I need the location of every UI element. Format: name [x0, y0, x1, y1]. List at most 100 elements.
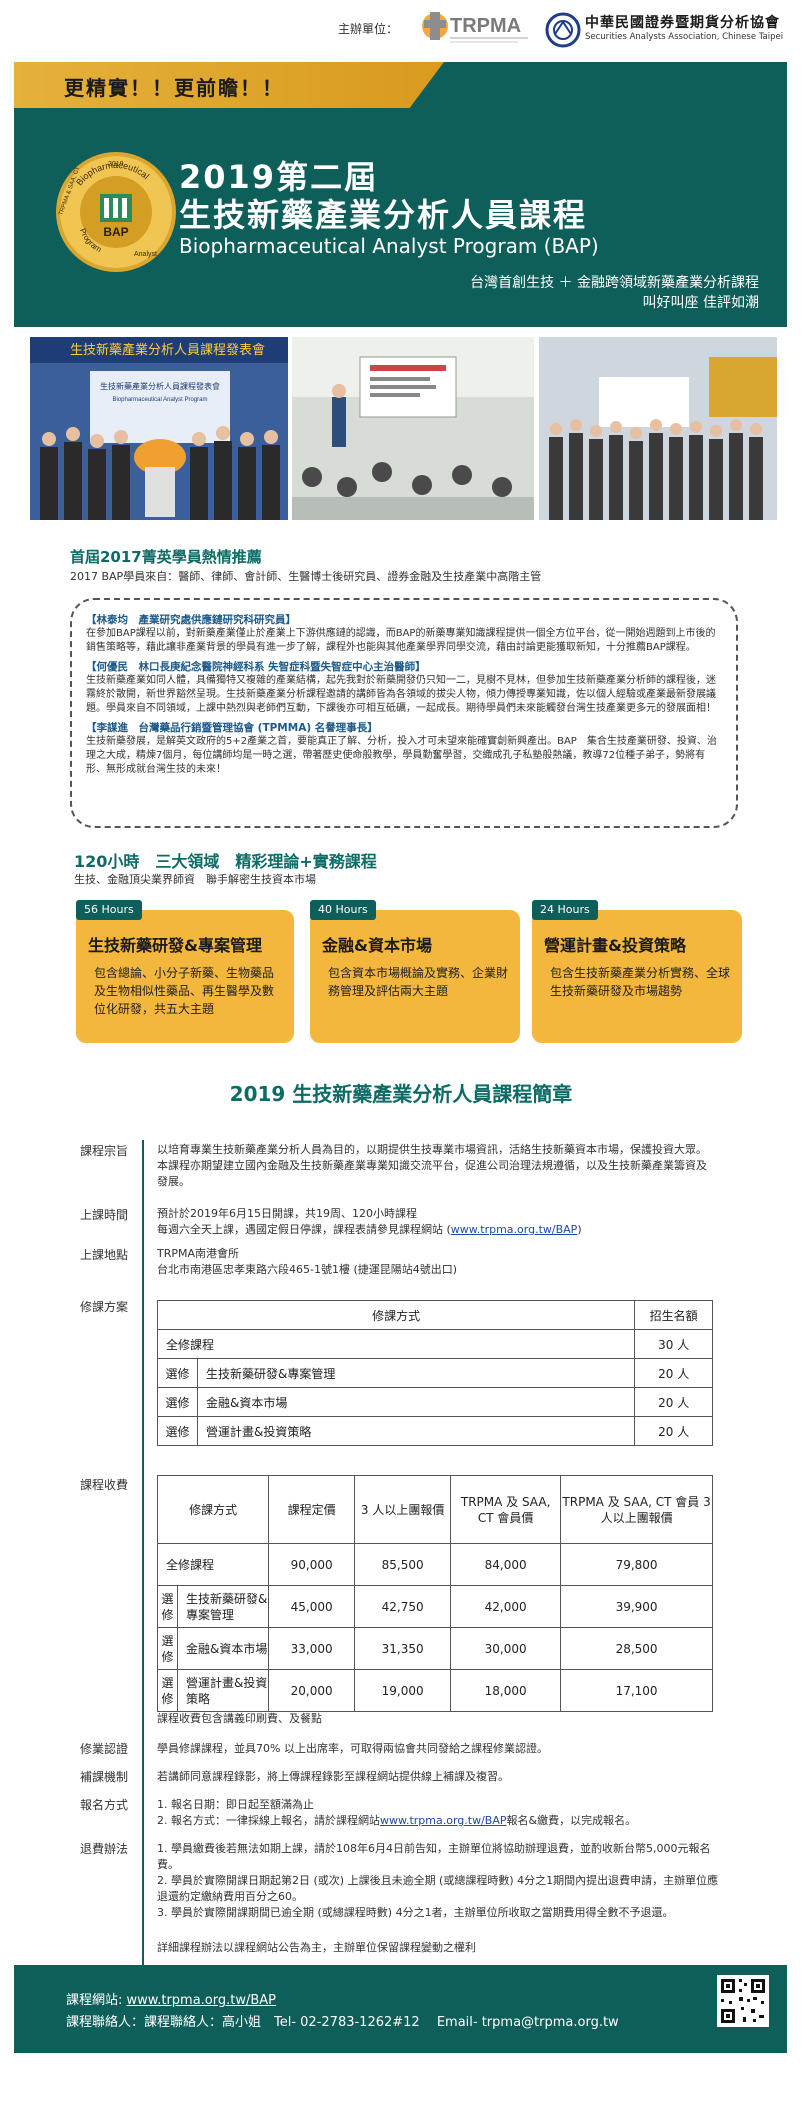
photo1-caption: 生技新藥產業分析人員課程發表會 [70, 342, 265, 357]
place-text: TRPMA南港會所 台北市南港區忠孝東路六段465-1號1樓 (捷運昆陽站4號出… [157, 1246, 717, 1278]
fee-label: 課程收費 [80, 1478, 129, 1492]
refund-item-2: 2. 學員於實際開課日期起第2日 (或次) 上課後且未逾全期 (或總課程時數) … [157, 1874, 719, 1903]
recommend-box: 【林泰均 產業研究處供應鏈研究科研究員】 在參加BAP課程以前，對新藥產業僅止於… [70, 598, 738, 828]
plan-header-method: 修課方式 [156, 1300, 636, 1330]
recommend-name-1: 【林泰均 產業研究處供應鏈研究科研究員】 [86, 614, 296, 626]
fee-row-2-member: 30,000 [450, 1627, 562, 1670]
fee-row-3-member-group: 17,100 [560, 1669, 713, 1712]
cert-text: 學員修課課程，並具70% 以上出席率，可取得兩協會共同發給之課程修業認證。 [157, 1742, 548, 1755]
fee-header-group: 3 人以上團報價 [354, 1475, 452, 1544]
fee-row-2-member-group: 28,500 [560, 1627, 713, 1670]
fee-full-group: 85,500 [354, 1543, 452, 1586]
time-link[interactable]: www.trpma.org.tw/BAP [450, 1223, 578, 1236]
plan-row-3-name: 營運計畫&投資策略 [196, 1416, 636, 1446]
hours-subtitle: 生技、金融頂尖業界師資 聯手解密生技資本市場 [74, 873, 316, 886]
plan-table: 修課方式 招生名額 全修課程 30 人 選修 生技新藥研發&專案管理 20 人 … [156, 1300, 713, 1446]
fee-full-member: 84,000 [450, 1543, 562, 1586]
plan-elective-label: 選修 [157, 1358, 198, 1388]
plan-row-1-quota: 20 人 [634, 1358, 713, 1388]
plan-row-1-name: 生技新藥研發&專案管理 [196, 1358, 636, 1388]
tagline-2: 叫好叫座 佳評如潮 [642, 295, 759, 311]
plan-row-3-quota: 20 人 [634, 1416, 713, 1446]
hero-banner: 更精實！！更前瞻！！ Biopharmaceutical 2019 TRPMA … [14, 62, 787, 327]
fee-row-1-group: 42,750 [354, 1585, 452, 1628]
module-card-body: 生技新藥研發&專案管理 包含總論、小分子新藥、生物藥品及生物相似性藥品、再生醫學… [76, 910, 294, 1043]
footer-website: 課程網站: www.trpma.org.tw/BAP [66, 1989, 276, 2008]
trpma-logo[interactable]: TRPMA [418, 8, 536, 50]
title-line2: 生技新藥產業分析人員課程 [179, 196, 588, 234]
fee-full-member-group: 79,800 [560, 1543, 713, 1586]
signup-item-1: 1. 報名日期：即日起至額滿為止 [157, 1798, 314, 1811]
signup-link[interactable]: www.trpma.org.tw/BAP [380, 1814, 507, 1827]
fee-elective-label: 選修 [157, 1585, 178, 1628]
photo-classroom [292, 337, 534, 520]
footer-website-link[interactable]: www.trpma.org.tw/BAP [126, 1993, 277, 2008]
saa-name-cn: 中華民國證券暨期貨分析協會 [585, 15, 780, 31]
module-hours-tab: 56 Hours [76, 900, 142, 920]
footer-website-label: 課程網站: [66, 1993, 127, 2008]
fee-full-price: 90,000 [268, 1543, 356, 1586]
hours-title: 120小時 三大領域 精彩理論+實務課程 [74, 852, 377, 871]
module-title: 金融&資本市場 [322, 936, 432, 955]
badge-ring-bottom: Analyst [134, 251, 157, 258]
qr-code-icon[interactable] [717, 1975, 769, 2027]
plan-full-quota: 30 人 [634, 1329, 713, 1359]
saa-emblem-icon [545, 12, 581, 48]
photo1-board-en: Biopharmaceutical Analyst Program [112, 397, 207, 403]
fee-full-label: 全修課程 [156, 1543, 270, 1586]
time-text: 預計於2019年6月15日開課，共19周、120小時課程 每週六全天上課，遇國定… [157, 1206, 717, 1238]
saa-logo[interactable]: 中華民國證券暨期貨分析協會 Securities Analysts Associ… [545, 10, 785, 50]
recommend-text-1: 在參加BAP課程以前，對新藥產業僅止於產業上下游供應鏈的認識，而BAP的新藥專業… [86, 628, 716, 653]
place-text-1: TRPMA南港會所 [157, 1247, 240, 1260]
fee-row-1-price: 45,000 [268, 1585, 356, 1628]
title-en: Biopharmaceutical Analyst Program (BAP) [179, 234, 599, 258]
refund-text: 1. 學員繳費後若無法如期上課，請於108年6月4日前告知，主辦單位將協助辦理退… [157, 1841, 727, 1921]
module-desc: 包含資本市場概論及實務、企業財務管理及評估兩大主題 [328, 966, 509, 998]
fee-table: 修課方式 課程定價 3 人以上團報價 TRPMA 及 SAA, CT 會員價 T… [156, 1475, 713, 1712]
signup-text: 1. 報名日期：即日起至額滿為止 2. 報名方式：一律採線上報名，請於課程網站w… [157, 1797, 727, 1829]
fee-row-3-name: 營運計畫&投資策略 [176, 1669, 270, 1712]
place-text-2: 台北市南港區忠孝東路六段465-1號1樓 (捷運昆陽站4號出口) [157, 1263, 458, 1276]
trpma-logo-text: TRPMA [450, 15, 521, 37]
plan-label: 修課方案 [80, 1300, 129, 1314]
signup-item-2-b: 報名&繳費，以完成報名。 [506, 1814, 637, 1827]
fee-row-2-group: 31,350 [354, 1627, 452, 1670]
recommend-name-3: 【李謀進 台灣藥品行銷暨管理協會 (TPMMA) 名譽理事長】 [86, 722, 378, 734]
plan-row-2-name: 金融&資本市場 [196, 1387, 636, 1417]
module-desc: 包含生技新藥產業分析實務、全球生技新藥研發及市場趨勢 [550, 966, 731, 998]
time-label: 上課時間 [80, 1208, 129, 1222]
outline-title: 2019 生技新藥產業分析人員課程簡章 [229, 1082, 573, 1106]
fee-header-method: 修課方式 [156, 1475, 270, 1544]
makeup-label: 補課機制 [80, 1770, 129, 1784]
place-label: 上課地點 [80, 1248, 129, 1262]
fee-header-price: 課程定價 [268, 1475, 356, 1544]
recommend-text-2: 生技新藥產業如同人體，具備獨特又複雜的產業結構，起先我對於新藥開發仍只知一二，見… [86, 675, 716, 714]
fee-row-1-name: 生技新藥研發&專案管理 [176, 1585, 270, 1628]
refund-label: 退費辦法 [80, 1842, 129, 1856]
makeup-text: 若講師同意課程錄影，將上傳課程錄影至課程網站提供線上補課及複習。 [157, 1770, 509, 1783]
recommend-subtitle: 2017 BAP學員來自：醫師、律師、會計師、生醫博士後研究員、證券金融及生技產… [70, 570, 542, 583]
module-title: 生技新藥研發&專案管理 [88, 936, 262, 955]
plan-full-label: 全修課程 [156, 1329, 636, 1359]
trpma-logo-icon: TRPMA [422, 12, 528, 43]
badge-ring-year: 2019 [108, 161, 124, 168]
plan-header-quota: 招生名額 [634, 1300, 713, 1330]
final-note: 詳細課程辦法以課程網站公告為主，主辦單位保留課程變動之權利 [157, 1941, 476, 1954]
fee-row-3-price: 20,000 [268, 1669, 356, 1712]
refund-item-3: 3. 學員於實際開課期間已逾全期 (或總課程時數) 4分之1者，主辦單位所收取之… [157, 1906, 674, 1919]
signup-item-2-a: 2. 報名方式：一律採線上報名，請於課程網站 [157, 1814, 380, 1827]
footer-contact: 課程聯絡人：課程聯絡人：高小姐 Tel- 02-2783-1262#12 Ema… [66, 2015, 619, 2030]
module-card-1: 生技新藥研發&專案管理 包含總論、小分子新藥、生物藥品及生物相似性藥品、再生醫學… [76, 900, 294, 1043]
recommend-name-2: 【何優民 林口長庚紀念醫院神經科系 失智症科暨失智症中心主治醫師】 [86, 661, 426, 673]
photo-group [539, 337, 777, 520]
time-text-3: ) [577, 1223, 582, 1236]
title-line1: 2019第二屆 [179, 158, 379, 196]
refund-item-1: 1. 學員繳費後若無法如期上課，請於108年6月4日前告知，主辦單位將協助辦理退… [157, 1842, 711, 1871]
module-desc: 包含總論、小分子新藥、生物藥品及生物相似性藥品、再生醫學及數位化研發，共五大主題 [94, 966, 275, 1016]
module-card-2: 金融&資本市場 包含資本市場概論及實務、企業財務管理及評估兩大主題 40 Hou… [310, 900, 520, 1043]
module-hours-tab: 24 Hours [532, 900, 598, 920]
fee-row-1-member: 42,000 [450, 1585, 562, 1628]
slogan-text: 更精實！！更前瞻！！ [64, 76, 284, 100]
fee-row-2-name: 金融&資本市場 [176, 1627, 270, 1670]
bap-badge-icon: Biopharmaceutical 2019 TRPMA & SAA, CT P… [56, 152, 176, 272]
